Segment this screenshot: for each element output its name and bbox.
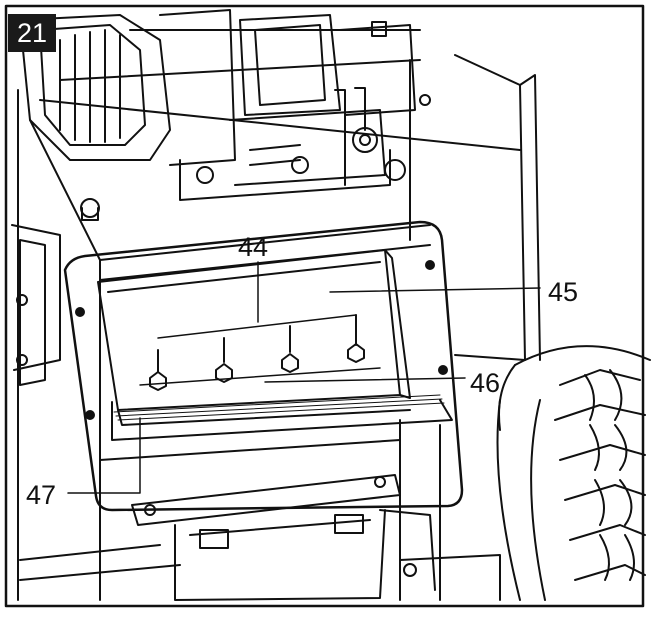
callout-44: 44: [238, 232, 269, 262]
leader-46: [264, 377, 466, 383]
leader-lines: [67, 261, 541, 494]
blade-bolts: [139, 314, 381, 391]
machine-body: [11, 29, 541, 601]
figure-number-badge: 21: [8, 14, 56, 52]
figure-frame: [4, 4, 645, 608]
callout-46: 46: [470, 368, 501, 398]
engine: [19, 9, 431, 221]
leader-47: [67, 417, 141, 494]
callout-47: 47: [26, 480, 57, 510]
leader-45: [329, 287, 541, 293]
lower-bracket: [131, 474, 436, 601]
chute-flange: [63, 220, 464, 512]
callout-45: 45: [548, 277, 579, 307]
wheel: [496, 345, 651, 601]
